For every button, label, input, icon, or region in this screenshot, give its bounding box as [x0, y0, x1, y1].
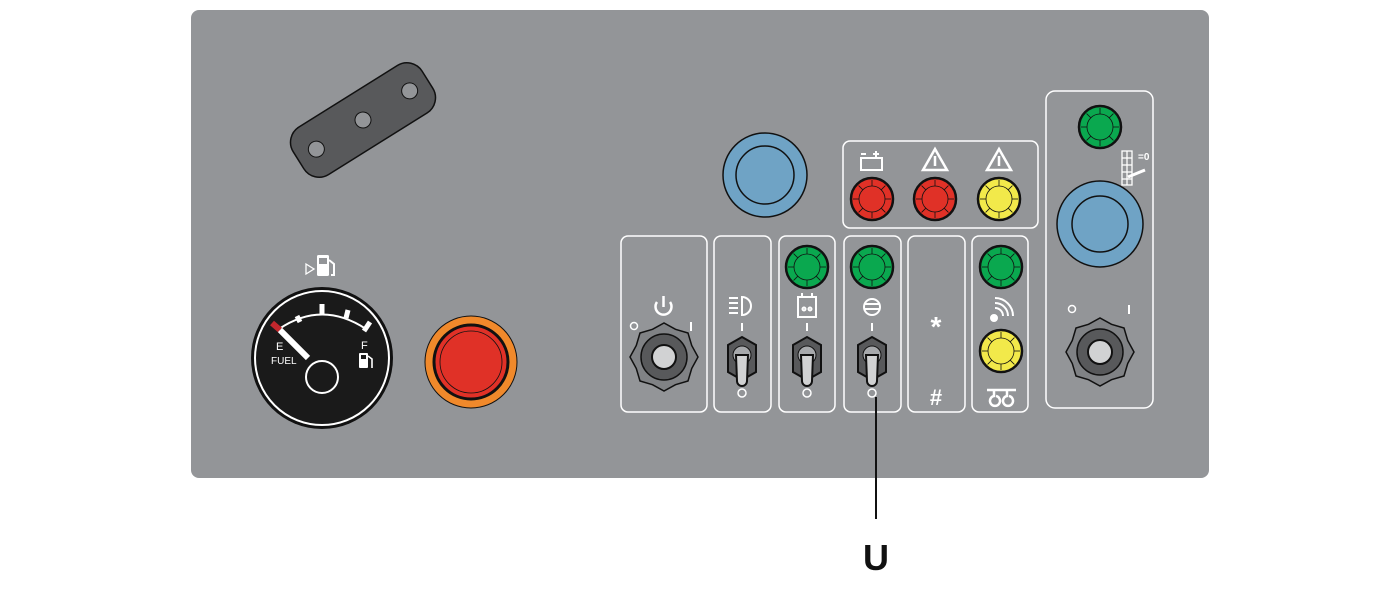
right-indicator-light: [1077, 104, 1123, 150]
work-light-icon: [797, 293, 817, 331]
right-control-group: [1045, 90, 1154, 409]
hash-symbol: #: [930, 385, 942, 410]
power-icon: [654, 296, 673, 316]
work-light-toggle-switch[interactable]: [792, 335, 822, 387]
signal-group: [971, 235, 1029, 413]
off-position-mark: [737, 388, 747, 398]
right-key-switch[interactable]: [1065, 317, 1135, 387]
warning-light-group: [842, 140, 1039, 229]
off-position-mark: [867, 388, 877, 398]
asterisk-symbol: *: [931, 311, 942, 342]
warning-indicator-light-1: [849, 176, 895, 222]
gauge-fuel-label: FUEL: [271, 356, 297, 367]
signal-indicator: [978, 244, 1024, 290]
glow-plug-icon: [987, 388, 1016, 408]
gauge-empty-label: E: [276, 341, 283, 353]
beacon-icon: [863, 298, 881, 331]
headlight-group: [713, 235, 772, 413]
blue-pushbutton-right[interactable]: [1056, 180, 1144, 268]
signal-icon: [990, 297, 1014, 322]
headlight-icon: [729, 295, 752, 331]
work-light-group: [778, 235, 836, 413]
work-light-indicator: [784, 244, 830, 290]
beacon-group: [843, 235, 902, 413]
ignition-key-switch[interactable]: [629, 322, 699, 392]
warning-triangle-icon: [920, 146, 950, 172]
beacon-toggle-switch[interactable]: [857, 335, 887, 387]
fuel-pump-small-icon: [359, 353, 373, 368]
fuel-gauge: E FUEL F: [251, 287, 393, 429]
warning-indicator-light-2: [912, 176, 958, 222]
zero-label: =0: [1138, 152, 1150, 163]
beacon-indicator: [849, 244, 895, 290]
off-position-mark: [629, 321, 639, 331]
fuel-pump-icon: [305, 255, 335, 276]
battery-icon: [860, 151, 883, 171]
gauge-hub: [305, 360, 339, 394]
ignition-group: [620, 235, 708, 413]
throttle-icon: [1121, 150, 1146, 186]
warning-indicator-light-3: [976, 176, 1022, 222]
mounting-bracket: [289, 62, 437, 178]
headlight-toggle-switch[interactable]: [727, 335, 757, 387]
glow-plug-indicator: [978, 328, 1024, 374]
callout-label-u: U: [863, 537, 889, 578]
aux-group: [907, 235, 966, 413]
off-position-mark: [1067, 304, 1077, 314]
warning-triangle-icon: [984, 146, 1014, 172]
blue-pushbutton[interactable]: [722, 132, 808, 218]
emergency-stop-button[interactable]: [424, 315, 518, 409]
off-position-mark: [802, 388, 812, 398]
gauge-full-label: F: [361, 340, 368, 352]
